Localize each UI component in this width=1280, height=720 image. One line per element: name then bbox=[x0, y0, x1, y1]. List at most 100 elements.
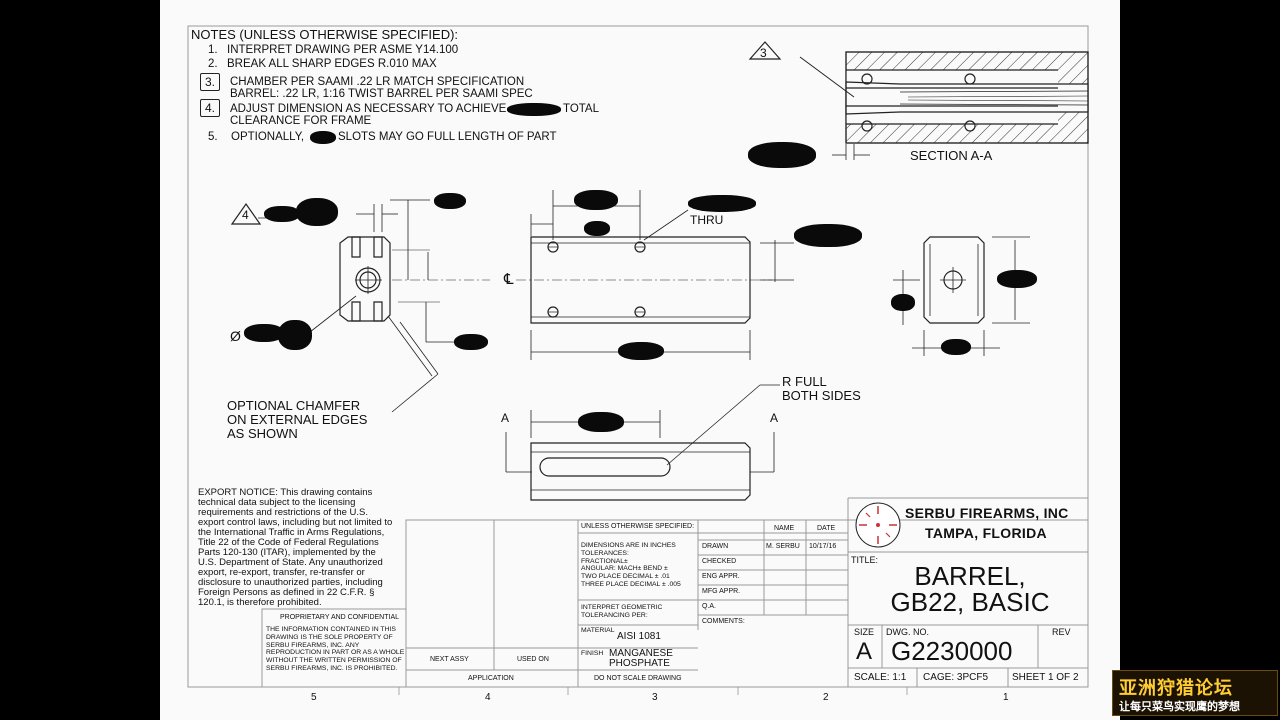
drawn-label: DRAWN bbox=[702, 543, 729, 550]
cut-label-left: A bbox=[501, 411, 510, 425]
title-block-grid bbox=[261, 497, 1089, 688]
size-value: A bbox=[856, 638, 873, 665]
chamfer-note-line-1: OPTIONAL CHAMFER bbox=[227, 398, 361, 413]
flag-4: 4 bbox=[242, 208, 249, 222]
chamfer-note-line-3: AS SHOWN bbox=[227, 426, 298, 441]
thru-label: THRU bbox=[690, 213, 724, 227]
sheet-number: SHEET 1 OF 2 bbox=[1012, 672, 1079, 683]
chamfer-note-line-2: ON EXTERNAL EDGES bbox=[227, 412, 368, 427]
zone-4: 4 bbox=[485, 692, 491, 703]
eng-appr-label: ENG APPR. bbox=[702, 573, 740, 580]
note-5-number: 5. bbox=[208, 131, 218, 143]
cage-code: CAGE: 3PCF5 bbox=[923, 672, 989, 683]
redaction bbox=[574, 190, 618, 210]
note-1: INTERPRET DRAWING PER ASME Y14.100 bbox=[227, 44, 459, 56]
note-4-line-2: CLEARANCE FOR FRAME bbox=[230, 115, 372, 127]
title-line-2: GB22, BASIC bbox=[890, 587, 1050, 617]
note-4-line-1a: ADJUST DIMENSION AS NECESSARY TO ACHIEVE bbox=[230, 103, 507, 115]
tolerances: DIMENSIONS ARE IN INCHES TOLERANCES: FRA… bbox=[581, 542, 681, 589]
scale-label: SCALE: 1:1 bbox=[854, 672, 907, 683]
note-5a: OPTIONALLY, bbox=[231, 131, 305, 143]
zone-2: 2 bbox=[823, 692, 829, 703]
note-3-line-2: BARREL: .22 LR, 1:16 TWIST BARREL PER SA… bbox=[230, 88, 533, 100]
finish-line-1: MANGANESE bbox=[609, 648, 673, 659]
notes-heading: NOTES (UNLESS OTHERWISE SPECIFIED): bbox=[191, 27, 459, 42]
forum-watermark: 亚洲狩猎论坛 让每只菜鸟实现鹰的梦想 bbox=[1112, 670, 1278, 716]
redaction bbox=[794, 224, 862, 247]
note-3-flag: 3. bbox=[200, 73, 221, 91]
redaction bbox=[454, 334, 488, 350]
watermark-line-1: 亚洲狩猎论坛 bbox=[1119, 678, 1233, 699]
redaction bbox=[264, 206, 300, 222]
export-notice: EXPORT NOTICE: This drawing contains tec… bbox=[198, 487, 393, 608]
title-label: TITLE: bbox=[851, 555, 879, 565]
comments-label: COMMENTS: bbox=[702, 618, 745, 625]
redaction bbox=[997, 270, 1037, 288]
interp-line-2: TOLERANCING PER: bbox=[581, 612, 648, 619]
used-on-label: USED ON bbox=[517, 656, 549, 663]
r-full-line-1: R FULL bbox=[782, 374, 827, 389]
redaction bbox=[891, 294, 915, 311]
cut-label-right: A bbox=[770, 411, 779, 425]
diameter-symbol: Ø bbox=[230, 328, 241, 344]
redaction bbox=[618, 342, 664, 360]
watermark-line-2: 让每只菜鸟实现鹰的梦想 bbox=[1119, 700, 1240, 713]
redaction bbox=[941, 339, 971, 355]
note-3-line-1: CHAMBER PER SAAMI .22 LR MATCH SPECIFICA… bbox=[230, 76, 525, 88]
drawn-name: M. SERBU bbox=[766, 543, 800, 550]
redaction bbox=[578, 412, 624, 432]
zone-1: 1 bbox=[1003, 692, 1009, 703]
company-name: SERBU FIREARMS, INC bbox=[905, 505, 1069, 521]
redaction bbox=[688, 195, 756, 212]
rev-label: REV bbox=[1052, 627, 1071, 637]
redaction bbox=[296, 198, 338, 226]
proprietary-title: PROPRIETARY AND CONFIDENTIAL bbox=[280, 614, 400, 621]
finish-line-2: PHOSPHATE bbox=[609, 658, 670, 669]
mfg-appr-label: MFG APPR. bbox=[702, 588, 741, 595]
centerline-symbol: ℄ bbox=[504, 271, 514, 288]
side-view bbox=[516, 190, 794, 360]
zone-3: 3 bbox=[652, 692, 658, 703]
redaction bbox=[244, 324, 284, 342]
drawing-linework bbox=[187, 25, 1089, 695]
flag-3: 3 bbox=[760, 46, 767, 60]
redaction bbox=[584, 221, 610, 236]
qa-label: Q.A. bbox=[702, 603, 717, 610]
interp-line-1: INTERPRET GEOMETRIC bbox=[581, 604, 663, 611]
end-view-right bbox=[893, 236, 1030, 356]
size-label: SIZE bbox=[854, 627, 875, 637]
date-column: DATE bbox=[817, 525, 836, 532]
unless-specified: UNLESS OTHERWISE SPECIFIED: bbox=[581, 523, 695, 530]
note-2-number: 2. bbox=[208, 58, 218, 70]
title-line-1: BARREL, bbox=[914, 561, 1026, 591]
do-not-scale: DO NOT SCALE DRAWING bbox=[594, 675, 682, 682]
material-value: AISI 1081 bbox=[617, 631, 661, 642]
section-label: SECTION A-A bbox=[910, 148, 993, 163]
dwg-no-label: DWG. NO. bbox=[886, 627, 929, 637]
zone-5: 5 bbox=[311, 692, 317, 703]
note-4-flag: 4. bbox=[200, 99, 221, 117]
company-logo bbox=[855, 502, 901, 548]
material-label: MATERIAL bbox=[581, 627, 615, 634]
drawing-sheet: NOTES (UNLESS OTHERWISE SPECIFIED): 1. I… bbox=[160, 0, 1120, 720]
redaction bbox=[278, 320, 312, 350]
application-label: APPLICATION bbox=[468, 675, 514, 682]
dwg-number: G2230000 bbox=[891, 636, 1013, 666]
redaction bbox=[310, 131, 336, 144]
note-5b: SLOTS MAY GO FULL LENGTH OF PART bbox=[338, 131, 557, 143]
checked-label: CHECKED bbox=[702, 558, 737, 565]
next-assy-label: NEXT ASSY bbox=[430, 656, 469, 663]
name-column: NAME bbox=[774, 525, 795, 532]
r-full-line-2: BOTH SIDES bbox=[782, 388, 861, 403]
redaction bbox=[507, 103, 561, 116]
bottom-view bbox=[505, 384, 780, 501]
note-1-number: 1. bbox=[208, 44, 218, 56]
redaction bbox=[434, 193, 466, 209]
proprietary-text: THE INFORMATION CONTAINED IN THIS DRAWIN… bbox=[266, 626, 405, 673]
company-location: TAMPA, FLORIDA bbox=[925, 525, 1047, 541]
note-2: BREAK ALL SHARP EDGES R.010 MAX bbox=[227, 58, 437, 70]
section-view bbox=[748, 41, 1089, 160]
drawn-date: 10/17/16 bbox=[809, 543, 837, 550]
finish-label: FINISH bbox=[581, 650, 604, 657]
end-view-left bbox=[230, 199, 490, 413]
